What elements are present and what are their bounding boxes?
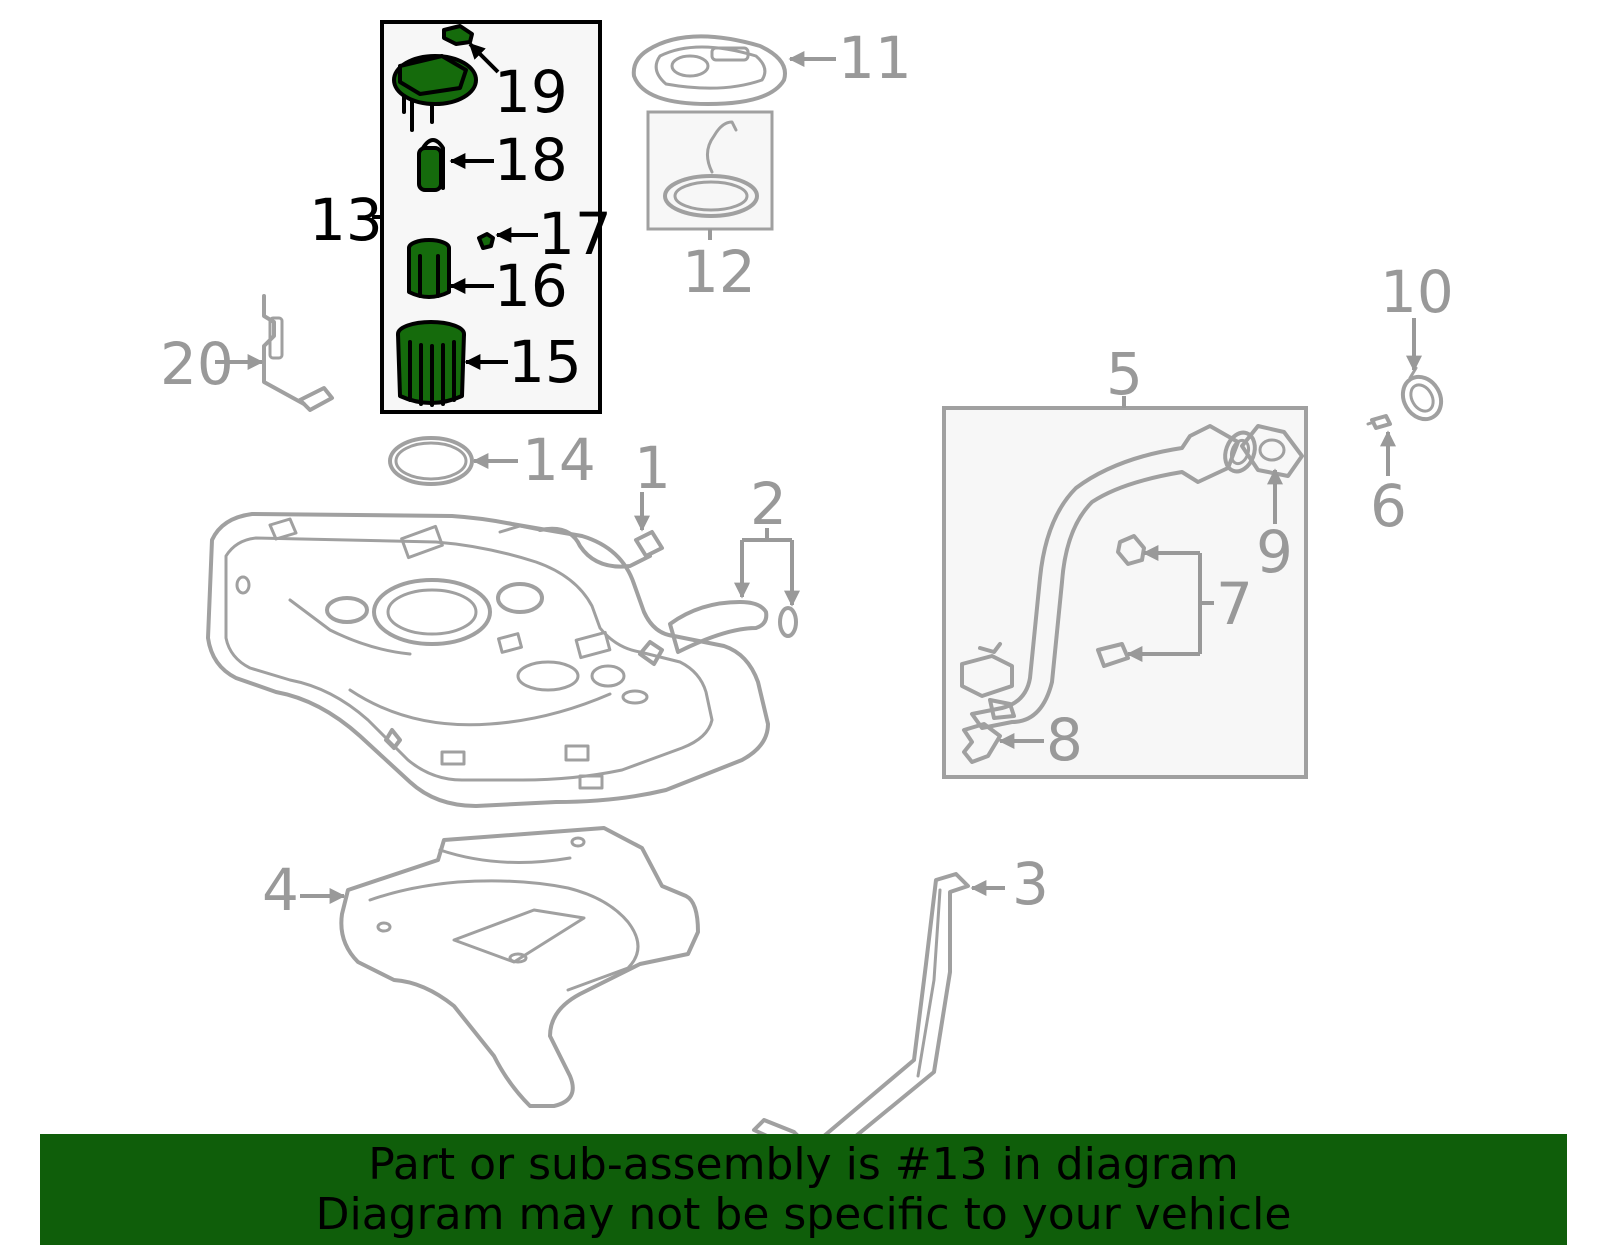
callout-9[interactable]: 9 (1256, 518, 1293, 586)
callout-18[interactable]: 18 (494, 126, 568, 194)
callout-19[interactable]: 19 (494, 58, 568, 126)
part-16-filter[interactable] (407, 238, 494, 299)
part-18-fuel-pump[interactable] (417, 138, 494, 192)
part-3-strap[interactable] (752, 872, 1005, 1166)
part-4-heat-shield[interactable] (300, 826, 700, 1108)
callout-14[interactable]: 14 (522, 426, 596, 494)
part-15-reservoir[interactable] (396, 320, 508, 407)
callout-8[interactable]: 8 (1046, 706, 1083, 774)
info-banner: Part or sub-assembly is #13 in diagram D… (40, 1134, 1567, 1245)
part-20-sending-unit[interactable] (215, 294, 334, 412)
callout-4[interactable]: 4 (262, 856, 299, 924)
callout-11[interactable]: 11 (838, 24, 912, 92)
callout-1[interactable]: 1 (634, 434, 671, 502)
callout-12[interactable]: 12 (682, 238, 756, 306)
callout-15[interactable]: 15 (508, 328, 582, 396)
part-17-clip[interactable] (477, 227, 538, 250)
banner-line-1: Part or sub-assembly is #13 in diagram (368, 1138, 1239, 1190)
callout-17[interactable]: 17 (538, 200, 612, 268)
part-2-hose-clamp[interactable] (668, 528, 800, 654)
part-14-gasket[interactable] (388, 436, 518, 486)
part-7-clips[interactable] (1096, 534, 1214, 668)
callout-5[interactable]: 5 (1106, 340, 1143, 408)
part-8-bracket[interactable] (962, 722, 1044, 764)
part-6-screw[interactable] (1366, 414, 1396, 476)
callout-6[interactable]: 6 (1370, 472, 1407, 540)
part-19-pump-flange[interactable] (392, 24, 500, 132)
part-10-fuel-cap[interactable] (1395, 318, 1448, 426)
callout-16[interactable]: 16 (494, 252, 568, 320)
callout-7[interactable]: 7 (1216, 570, 1253, 638)
part-11-cover[interactable] (631, 34, 836, 106)
part-1-vent-hose[interactable] (498, 492, 664, 569)
callout-13[interactable]: 13 (309, 186, 383, 254)
callout-20[interactable]: 20 (160, 330, 234, 398)
part-9-gasket[interactable] (1240, 424, 1304, 524)
part-5-box[interactable] (942, 396, 1308, 779)
banner-line-2: Diagram may not be specific to your vehi… (315, 1188, 1292, 1240)
callout-2[interactable]: 2 (750, 470, 787, 538)
part-12-box[interactable] (646, 110, 774, 240)
callout-3[interactable]: 3 (1012, 850, 1049, 918)
callout-10[interactable]: 10 (1380, 258, 1454, 326)
callout-labels: 1 2 3 4 5 6 7 8 9 10 11 12 13 14 15 16 1… (160, 24, 1454, 924)
fuel-tank (206, 512, 770, 808)
